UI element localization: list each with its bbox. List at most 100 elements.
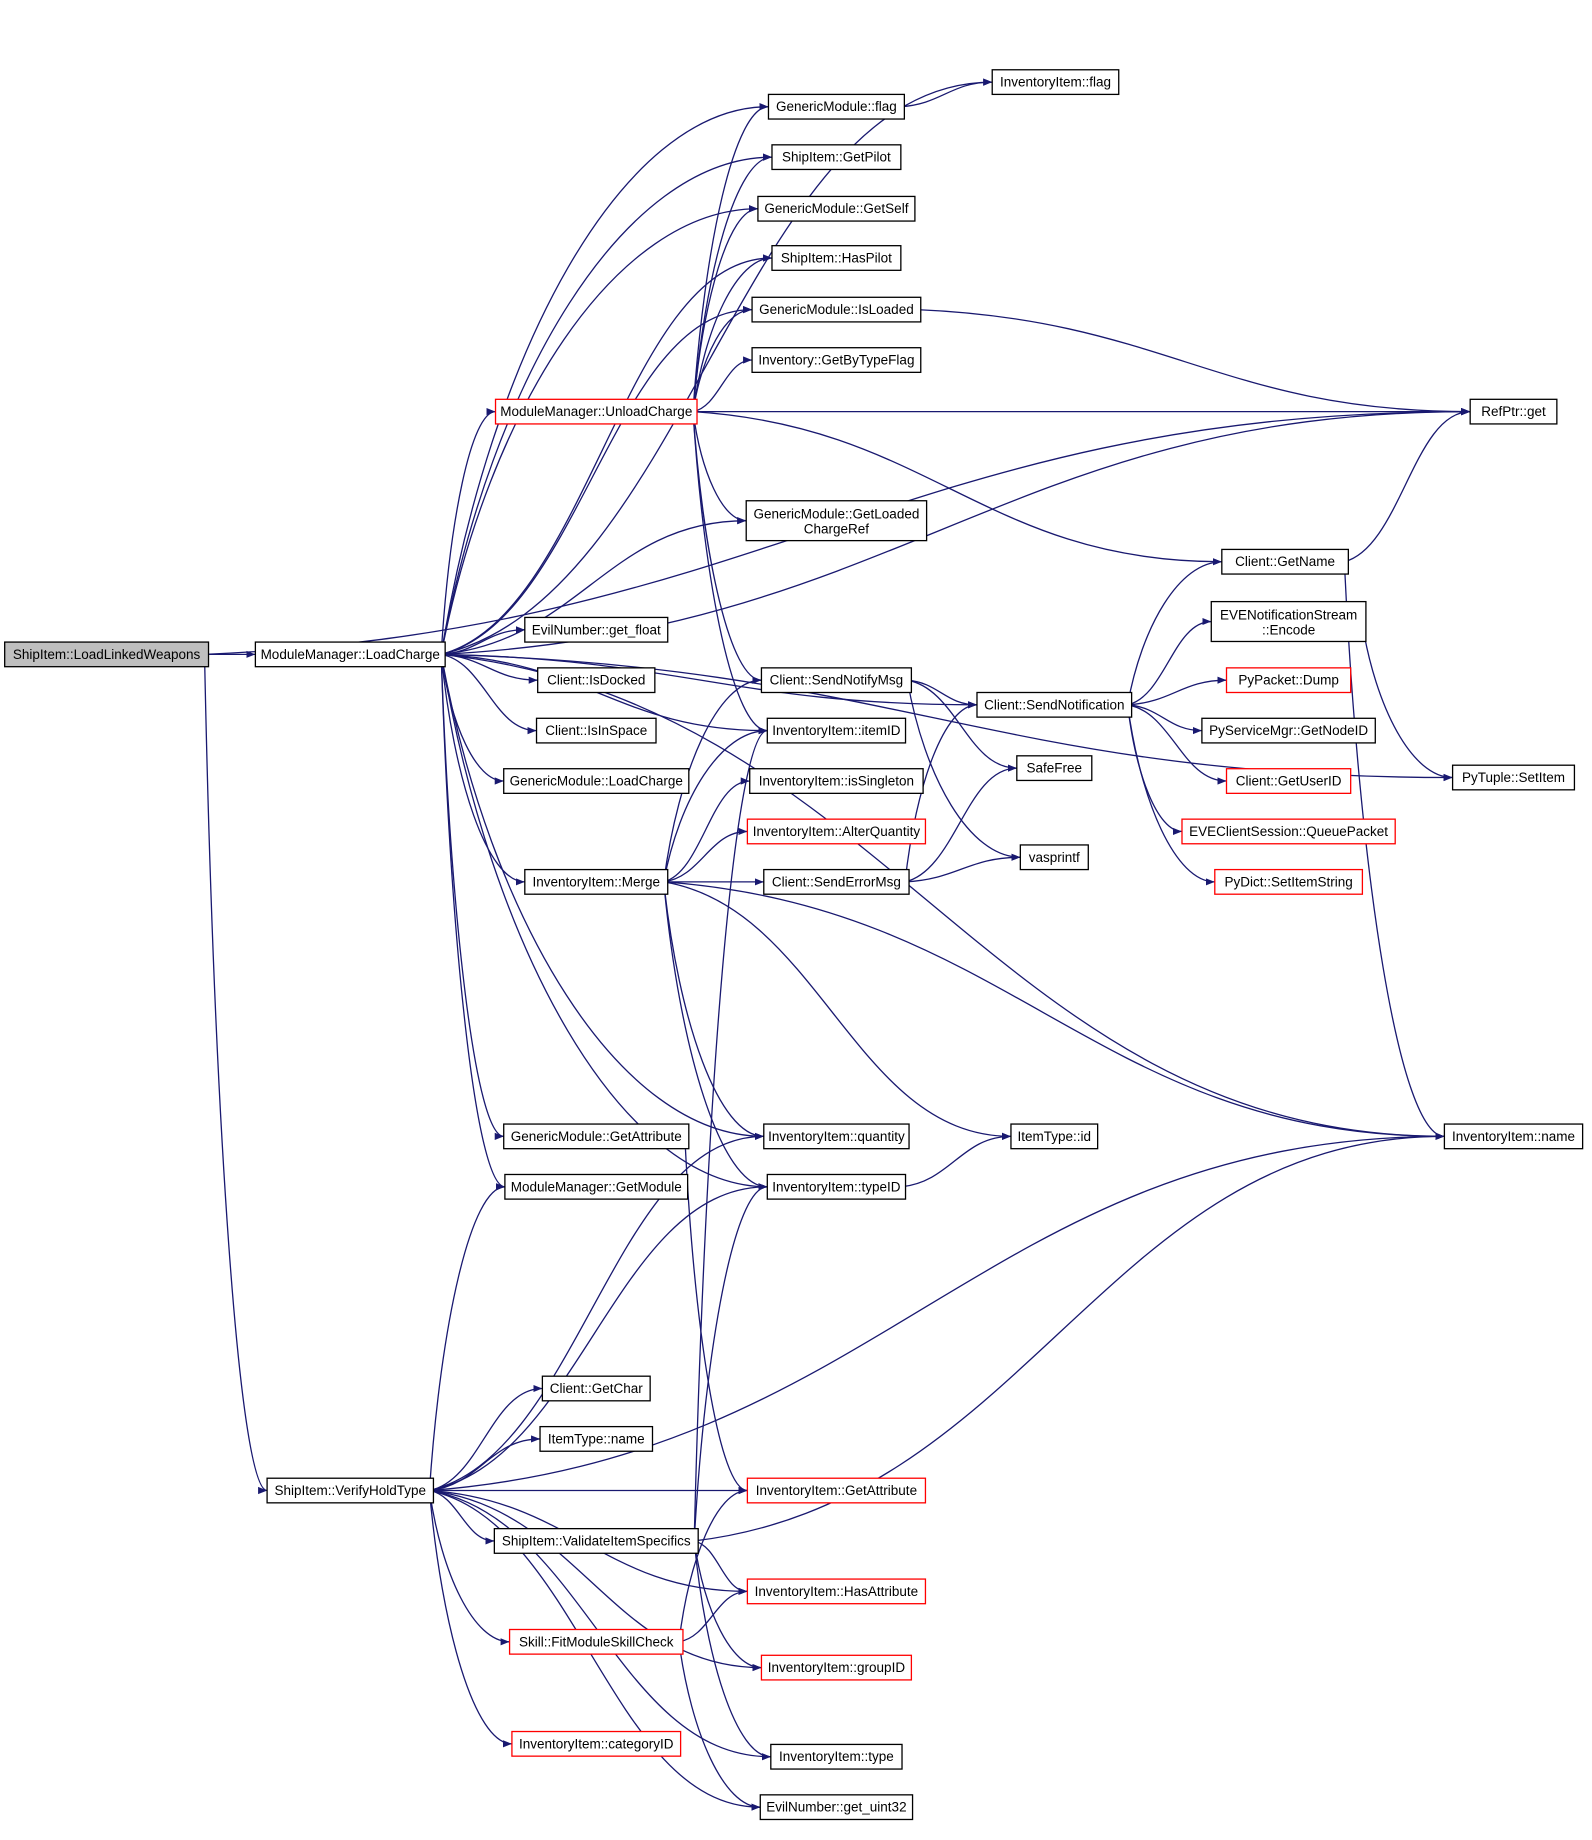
edge-senderror-to-sendnotif (904, 701, 977, 882)
edge-gm_getattr-to-ii_getattr (684, 1136, 748, 1495)
node-merge[interactable]: InventoryItem::Merge (524, 868, 669, 895)
node-refget[interactable]: RefPtr::get (1469, 398, 1558, 425)
node-getname[interactable]: Client::GetName (1221, 548, 1349, 575)
node-gm_flag[interactable]: GenericModule::flag (767, 93, 906, 120)
edge-fitskill-to-uint32 (678, 1641, 761, 1811)
node-itemtype_name[interactable]: ItemType::name (539, 1425, 654, 1452)
node-itemid[interactable]: InventoryItem::itemID (766, 717, 907, 744)
node-unload[interactable]: ModuleManager::UnloadCharge (494, 398, 698, 425)
node-box (503, 768, 690, 794)
node-haspilot[interactable]: ShipItem::HasPilot (771, 245, 902, 271)
node-box (504, 1173, 689, 1200)
node-label: GenericModule::GetAttribute (511, 1129, 682, 1144)
node-getuserid[interactable]: Client::GetUserID (1225, 768, 1352, 794)
edge-unload-to-getloaded (692, 411, 747, 525)
node-label: ModuleManager::GetModule (511, 1179, 682, 1194)
node-gettypeflag[interactable]: Inventory::GetByTypeFlag (751, 347, 922, 373)
node-getchar[interactable]: Client::GetChar (541, 1375, 651, 1402)
node-pydict[interactable]: PyDict::SetItemString (1214, 868, 1364, 895)
node-ii_flag[interactable]: InventoryItem::flag (991, 69, 1120, 96)
node-encode[interactable]: EVENotificationStream::Encode (1210, 600, 1367, 643)
node-label: ModuleManager::UnloadCharge (500, 404, 692, 419)
node-box (766, 1173, 907, 1200)
edge-merge-to-typeid (663, 881, 768, 1191)
node-label: InventoryItem::AlterQuantity (753, 824, 921, 839)
node-gm_getattr[interactable]: GenericModule::GetAttribute (503, 1123, 690, 1150)
node-label: InventoryItem::quantity (768, 1129, 905, 1144)
node-pytuple[interactable]: PyTuple::SetItem (1451, 764, 1576, 791)
edge-merge-to-issingleton (663, 777, 750, 883)
node-ii_getattr[interactable]: InventoryItem::GetAttribute (746, 1477, 927, 1504)
node-box (760, 1654, 913, 1681)
node-groupid[interactable]: InventoryItem::groupID (760, 1654, 913, 1681)
node-label: ItemType::name (548, 1431, 645, 1446)
node-label: InventoryItem::flag (1000, 75, 1111, 90)
node-getself[interactable]: GenericModule::GetSelf (757, 195, 916, 222)
edge-getname-to-refget (1344, 408, 1471, 563)
edge-verify-to-uint32 (429, 1489, 761, 1811)
node-getfloat[interactable]: EvilNumber::get_float (524, 616, 669, 643)
node-label: ModuleManager::LoadCharge (261, 647, 440, 662)
node-isinspace[interactable]: Client::IsInSpace (535, 717, 657, 744)
node-categoryid[interactable]: InventoryItem::categoryID (511, 1730, 682, 1757)
node-validate[interactable]: ShipItem::ValidateItemSpecifics (493, 1527, 699, 1554)
node-sendnotifymsg[interactable]: Client::SendNotifyMsg (760, 667, 913, 694)
edge-unload-to-haspilot (692, 254, 772, 412)
node-label: Client::SendNotification (984, 697, 1124, 712)
node-label: EvilNumber::get_float (532, 622, 661, 637)
edge-validate-to-ii_name (694, 1132, 1445, 1542)
node-box (494, 398, 698, 425)
node-senderror[interactable]: Client::SendErrorMsg (763, 868, 910, 895)
node-itemtype_id[interactable]: ItemType::id (1010, 1123, 1099, 1150)
node-box (763, 868, 910, 895)
node-label: InventoryItem::typeID (772, 1179, 901, 1194)
node-box (1019, 844, 1089, 871)
edge-verify-to-typeid (429, 1183, 768, 1492)
node-box (751, 347, 922, 373)
node-isdocked[interactable]: Client::IsDocked (537, 667, 656, 694)
node-box (508, 1628, 684, 1655)
node-box (4, 641, 210, 668)
node-uint32[interactable]: EvilNumber::get_uint32 (759, 1794, 914, 1821)
node-box (1016, 755, 1093, 782)
edge-mm_load-to-typeid (440, 654, 768, 1191)
node-box (539, 1425, 654, 1452)
node-issingleton[interactable]: InventoryItem::isSingleton (749, 768, 924, 794)
node-vasprintf[interactable]: vasprintf (1019, 844, 1089, 871)
node-box (493, 1527, 699, 1554)
edge-sendnotif-to-getuserid (1127, 704, 1227, 785)
node-label: EVENotificationStream (1220, 608, 1357, 623)
node-safefree[interactable]: SafeFree (1016, 755, 1093, 782)
node-ii_type[interactable]: InventoryItem::type (770, 1743, 903, 1770)
node-ii_name[interactable]: InventoryItem::name (1443, 1123, 1584, 1150)
node-alterqty[interactable]: InventoryItem::AlterQuantity (746, 818, 927, 845)
node-isloaded[interactable]: GenericModule::IsLoaded (751, 296, 922, 323)
node-box (766, 717, 907, 744)
node-label: InventoryItem::groupID (768, 1660, 906, 1675)
node-box (770, 1743, 903, 1770)
node-root[interactable]: ShipItem::LoadLinkedWeapons (4, 641, 210, 668)
node-hasattr[interactable]: InventoryItem::HasAttribute (746, 1578, 927, 1605)
node-gm_loadcharge[interactable]: GenericModule::LoadCharge (503, 768, 690, 794)
node-mm_load[interactable]: ModuleManager::LoadCharge (254, 641, 446, 668)
node-queuepacket[interactable]: EVEClientSession::QueuePacket (1181, 818, 1396, 845)
node-label: PyPacket::Dump (1238, 673, 1339, 688)
edge-verify-to-quantity (429, 1132, 764, 1492)
edge-verify-to-getchar (429, 1384, 543, 1492)
node-fitskill[interactable]: Skill::FitModuleSkillCheck (508, 1628, 684, 1655)
node-box (763, 1123, 910, 1150)
node-getnodeid[interactable]: PyServiceMgr::GetNodeID (1201, 717, 1376, 744)
node-sendnotif[interactable]: Client::SendNotification (976, 691, 1133, 718)
edge-verify-to-ii_name (429, 1132, 1445, 1492)
node-box (749, 768, 924, 794)
node-getpilot[interactable]: ShipItem::GetPilot (771, 144, 902, 171)
node-verify[interactable]: ShipItem::VerifyHoldType (266, 1477, 435, 1504)
node-quantity[interactable]: InventoryItem::quantity (763, 1123, 910, 1150)
node-getmodule[interactable]: ModuleManager::GetModule (504, 1173, 689, 1200)
node-label: Client::SendErrorMsg (772, 874, 901, 889)
node-typeid[interactable]: InventoryItem::typeID (766, 1173, 907, 1200)
node-dump[interactable]: PyPacket::Dump (1225, 667, 1352, 694)
edge-validate-to-typeid (693, 1183, 768, 1541)
